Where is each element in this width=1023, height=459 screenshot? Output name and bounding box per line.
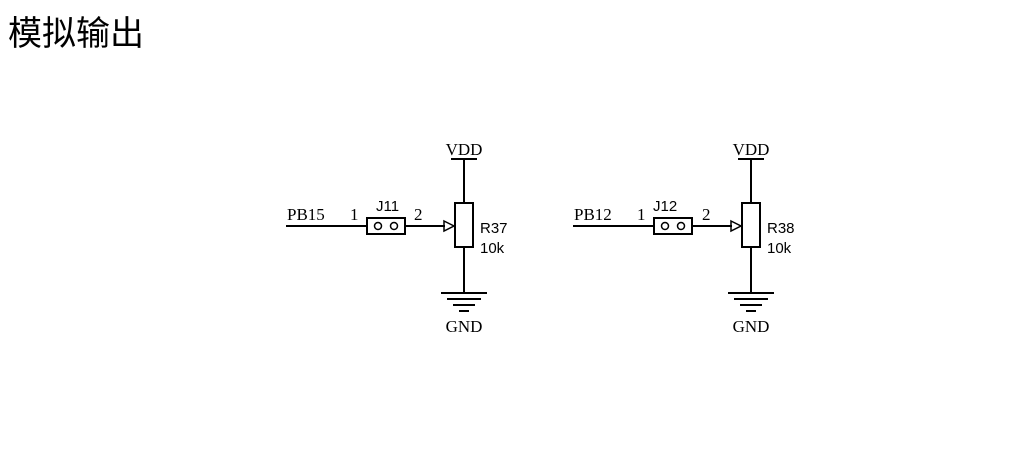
circuit-right: PB12 1 J12 2 VDD R38 10k GND [573,140,795,336]
net-label: PB12 [574,205,612,224]
resistor-value-label: 10k [480,240,505,257]
power-label: VDD [733,140,770,159]
jumper-pin2-label: 2 [414,205,423,224]
ground-label: GND [446,317,483,336]
page-title: 模拟输出 [8,14,144,54]
power-symbol [451,158,477,204]
power-symbol [738,158,764,204]
ground-symbol [728,246,774,312]
power-label: VDD [446,140,483,159]
jumper-symbol [366,217,406,235]
jumper-ref-label: J12 [653,198,677,215]
resistor-ref-label: R37 [480,220,508,237]
wiper-arrow [730,219,743,233]
ground-symbol [441,246,487,312]
jumper-pin2-label: 2 [702,205,711,224]
resistor-value-label: 10k [767,240,792,257]
wiper-arrow [443,219,456,233]
jumper-pin1-label: 1 [637,205,646,224]
ground-label: GND [733,317,770,336]
jumper-ref-label: J11 [376,198,399,215]
jumper-pin1-label: 1 [350,205,359,224]
jumper-symbol [653,217,693,235]
circuit-left: PB15 1 J11 2 VDD R37 10k GN [286,140,508,336]
resistor-ref-label: R38 [767,220,795,237]
potentiometer-body [454,202,474,248]
net-label: PB15 [287,205,325,224]
potentiometer-body [741,202,761,248]
